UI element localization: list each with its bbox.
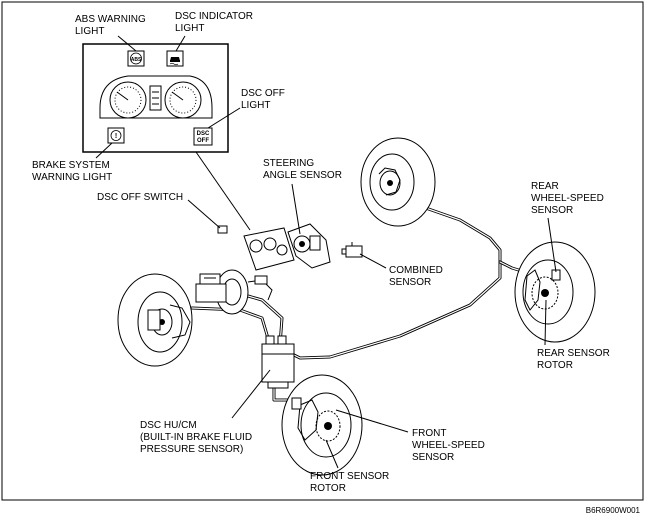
dsc-off-icon-line2: OFF (197, 138, 209, 144)
front-right-wheel (281, 374, 363, 476)
label-dsc-hu-cm: DSC HU/CM (BUILT-IN BRAKE FLUID PRESSURE… (140, 420, 255, 455)
label-brake-system-warning-light: BRAKE SYSTEM WARNING LIGHT (32, 160, 113, 183)
brake-icon-text: ! (115, 133, 117, 140)
dsc-off-switch (217, 225, 228, 234)
leader-lines (95, 35, 557, 469)
label-front-wheel-speed-sensor: FRONT WHEEL-SPEED SENSOR (412, 428, 488, 463)
rear-left-wheel (360, 137, 436, 227)
brake-warning-icon: ! (107, 127, 125, 144)
dsc-off-icon-line1: DSC (197, 131, 210, 137)
label-dsc-indicator-light: DSC INDICATOR LIGHT (175, 11, 256, 34)
label-steering-angle-sensor: STEERING ANGLE SENSOR (263, 158, 342, 181)
rear-right-wheel (514, 241, 596, 343)
label-dsc-off-switch: DSC OFF SWITCH (97, 192, 183, 203)
inset-leader (195, 151, 251, 231)
abs-warning-icon: ABS (127, 50, 145, 67)
brake-lines (190, 186, 527, 402)
brake-booster-master-cylinder (195, 269, 273, 315)
front-left-wheel (117, 273, 193, 367)
label-combined-sensor: COMBINED SENSOR (389, 265, 446, 288)
dsc-off-icon: DSC OFF (193, 127, 213, 146)
combined-sensor (341, 242, 363, 258)
label-rear-wheel-speed-sensor: REAR WHEEL-SPEED SENSOR (531, 181, 607, 216)
label-dsc-off-light: DSC OFF LIGHT (241, 88, 288, 111)
label-front-sensor-rotor: FRONT SENSOR ROTOR (310, 471, 392, 494)
abs-icon-text: ABS (131, 57, 142, 63)
dsc-hu-cm-unit (261, 335, 295, 389)
dsc-indicator-icon (166, 50, 184, 67)
label-rear-sensor-rotor: REAR SENSOR ROTOR (537, 348, 613, 371)
steering-angle-sensor-assembly (287, 223, 331, 269)
front-wheel-speed-sensor (291, 397, 302, 410)
label-abs-warning-light: ABS WARNING LIGHT (75, 14, 149, 37)
figure-border (1, 1, 644, 501)
dashboard-cluster (243, 227, 295, 271)
figure-id: B6R6900W001 (586, 506, 641, 515)
